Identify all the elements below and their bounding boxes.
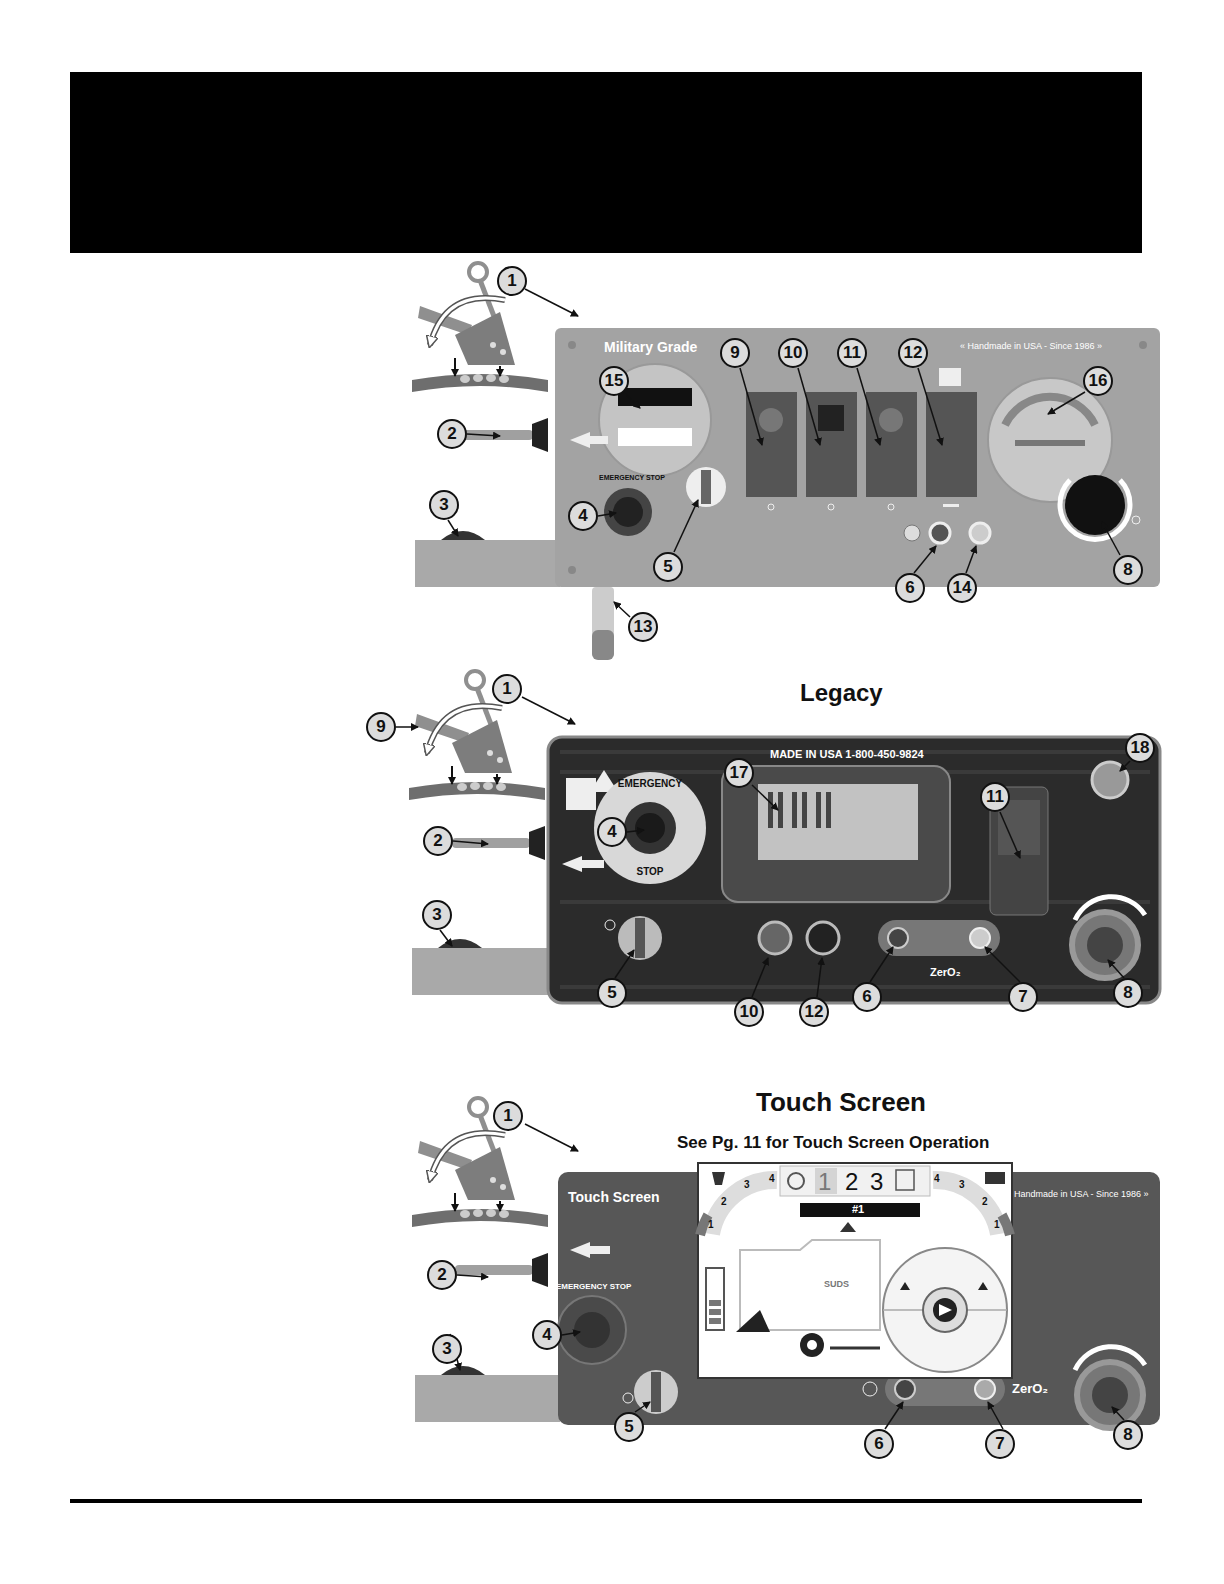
callout-number: 4 [597,817,627,847]
callout-number: 1 [492,674,522,704]
callout-number: 4 [532,1320,562,1350]
panel-text: MADE IN USA 1-800-450-9824 [770,748,924,760]
panel-label: STOP [636,866,663,877]
panel-text: Touch Screen [568,1190,660,1205]
callout-number: 10 [734,997,764,1027]
callout-number: 1 [493,1101,523,1131]
panel-label: ZerO₂ [930,966,961,978]
panel-text: 4 [769,1173,775,1184]
panel-text: 2 [982,1196,988,1207]
panel-text: SUDS [824,1280,849,1290]
callout-number: 8 [1113,1420,1143,1450]
callout-number: 2 [427,1260,457,1290]
callout-number: 8 [1113,555,1143,585]
callout-number: 6 [864,1429,894,1459]
callout-number: 7 [1008,982,1038,1012]
callout-number: 17 [724,758,754,788]
callout-number: 3 [429,490,459,520]
panel-label: EMERGENCY STOP [599,474,665,482]
panel-text: 4 [934,1173,940,1184]
callout-number: 11 [837,338,867,368]
panel-label: ZerO₂ [1012,1382,1048,1396]
callout-number: 11 [980,782,1010,812]
panel-text: 2 [845,1169,858,1195]
panel-text: 1 [708,1219,714,1230]
callout-number: 9 [720,338,750,368]
panel-label: EMERGENCY STOP [556,1283,631,1292]
callout-number: 8 [1113,978,1143,1008]
callout-number: 7 [985,1429,1015,1459]
panel-text: 3 [744,1179,750,1190]
callout-number: 2 [437,419,467,449]
panel-text: 1 [994,1219,1000,1230]
callout-number: 5 [614,1412,644,1442]
callout-number: 9 [366,712,396,742]
callout-number: 5 [597,978,627,1008]
panel-text: 2 [721,1196,727,1207]
panel-text: Military Grade [604,340,697,355]
callout-number: 6 [895,573,925,603]
callout-number: 2 [423,826,453,856]
callout-number: 12 [898,338,928,368]
panel-text: 1 [818,1169,831,1195]
panel-label: EMERGENCY [618,778,682,789]
panel-text: « Handmade in USA - Since 1986 » [960,342,1102,352]
control-panel: Touch ScreenSee Pg. 11 for Touch Screen … [558,1172,1160,1425]
callout-number: 10 [778,338,808,368]
touch-display: 123#1SUDS43214321 [698,1163,1012,1378]
callout-number: 3 [422,900,452,930]
callout-number: 18 [1125,733,1155,763]
panel-text: 3 [870,1169,883,1195]
callout-number: 3 [432,1334,462,1364]
callout-number: 12 [799,997,829,1027]
panel-text: 3 [959,1179,965,1190]
callout-number: 5 [653,552,683,582]
callout-number: 13 [628,612,658,642]
callout-number: 4 [568,501,598,531]
callout-number: 14 [947,573,977,603]
callout-number: 15 [599,366,629,396]
panel-text: Touch Screen [756,1088,926,1117]
panel-text: Handmade in USA - Since 1986 » [1014,1190,1149,1200]
callout-number: 1 [497,266,527,296]
panel-text: Legacy [800,680,883,706]
panel-text: See Pg. 11 for Touch Screen Operation [677,1134,989,1153]
callout-number: 16 [1083,366,1113,396]
callout-number: 6 [852,982,882,1012]
panel-text: #1 [852,1203,864,1215]
